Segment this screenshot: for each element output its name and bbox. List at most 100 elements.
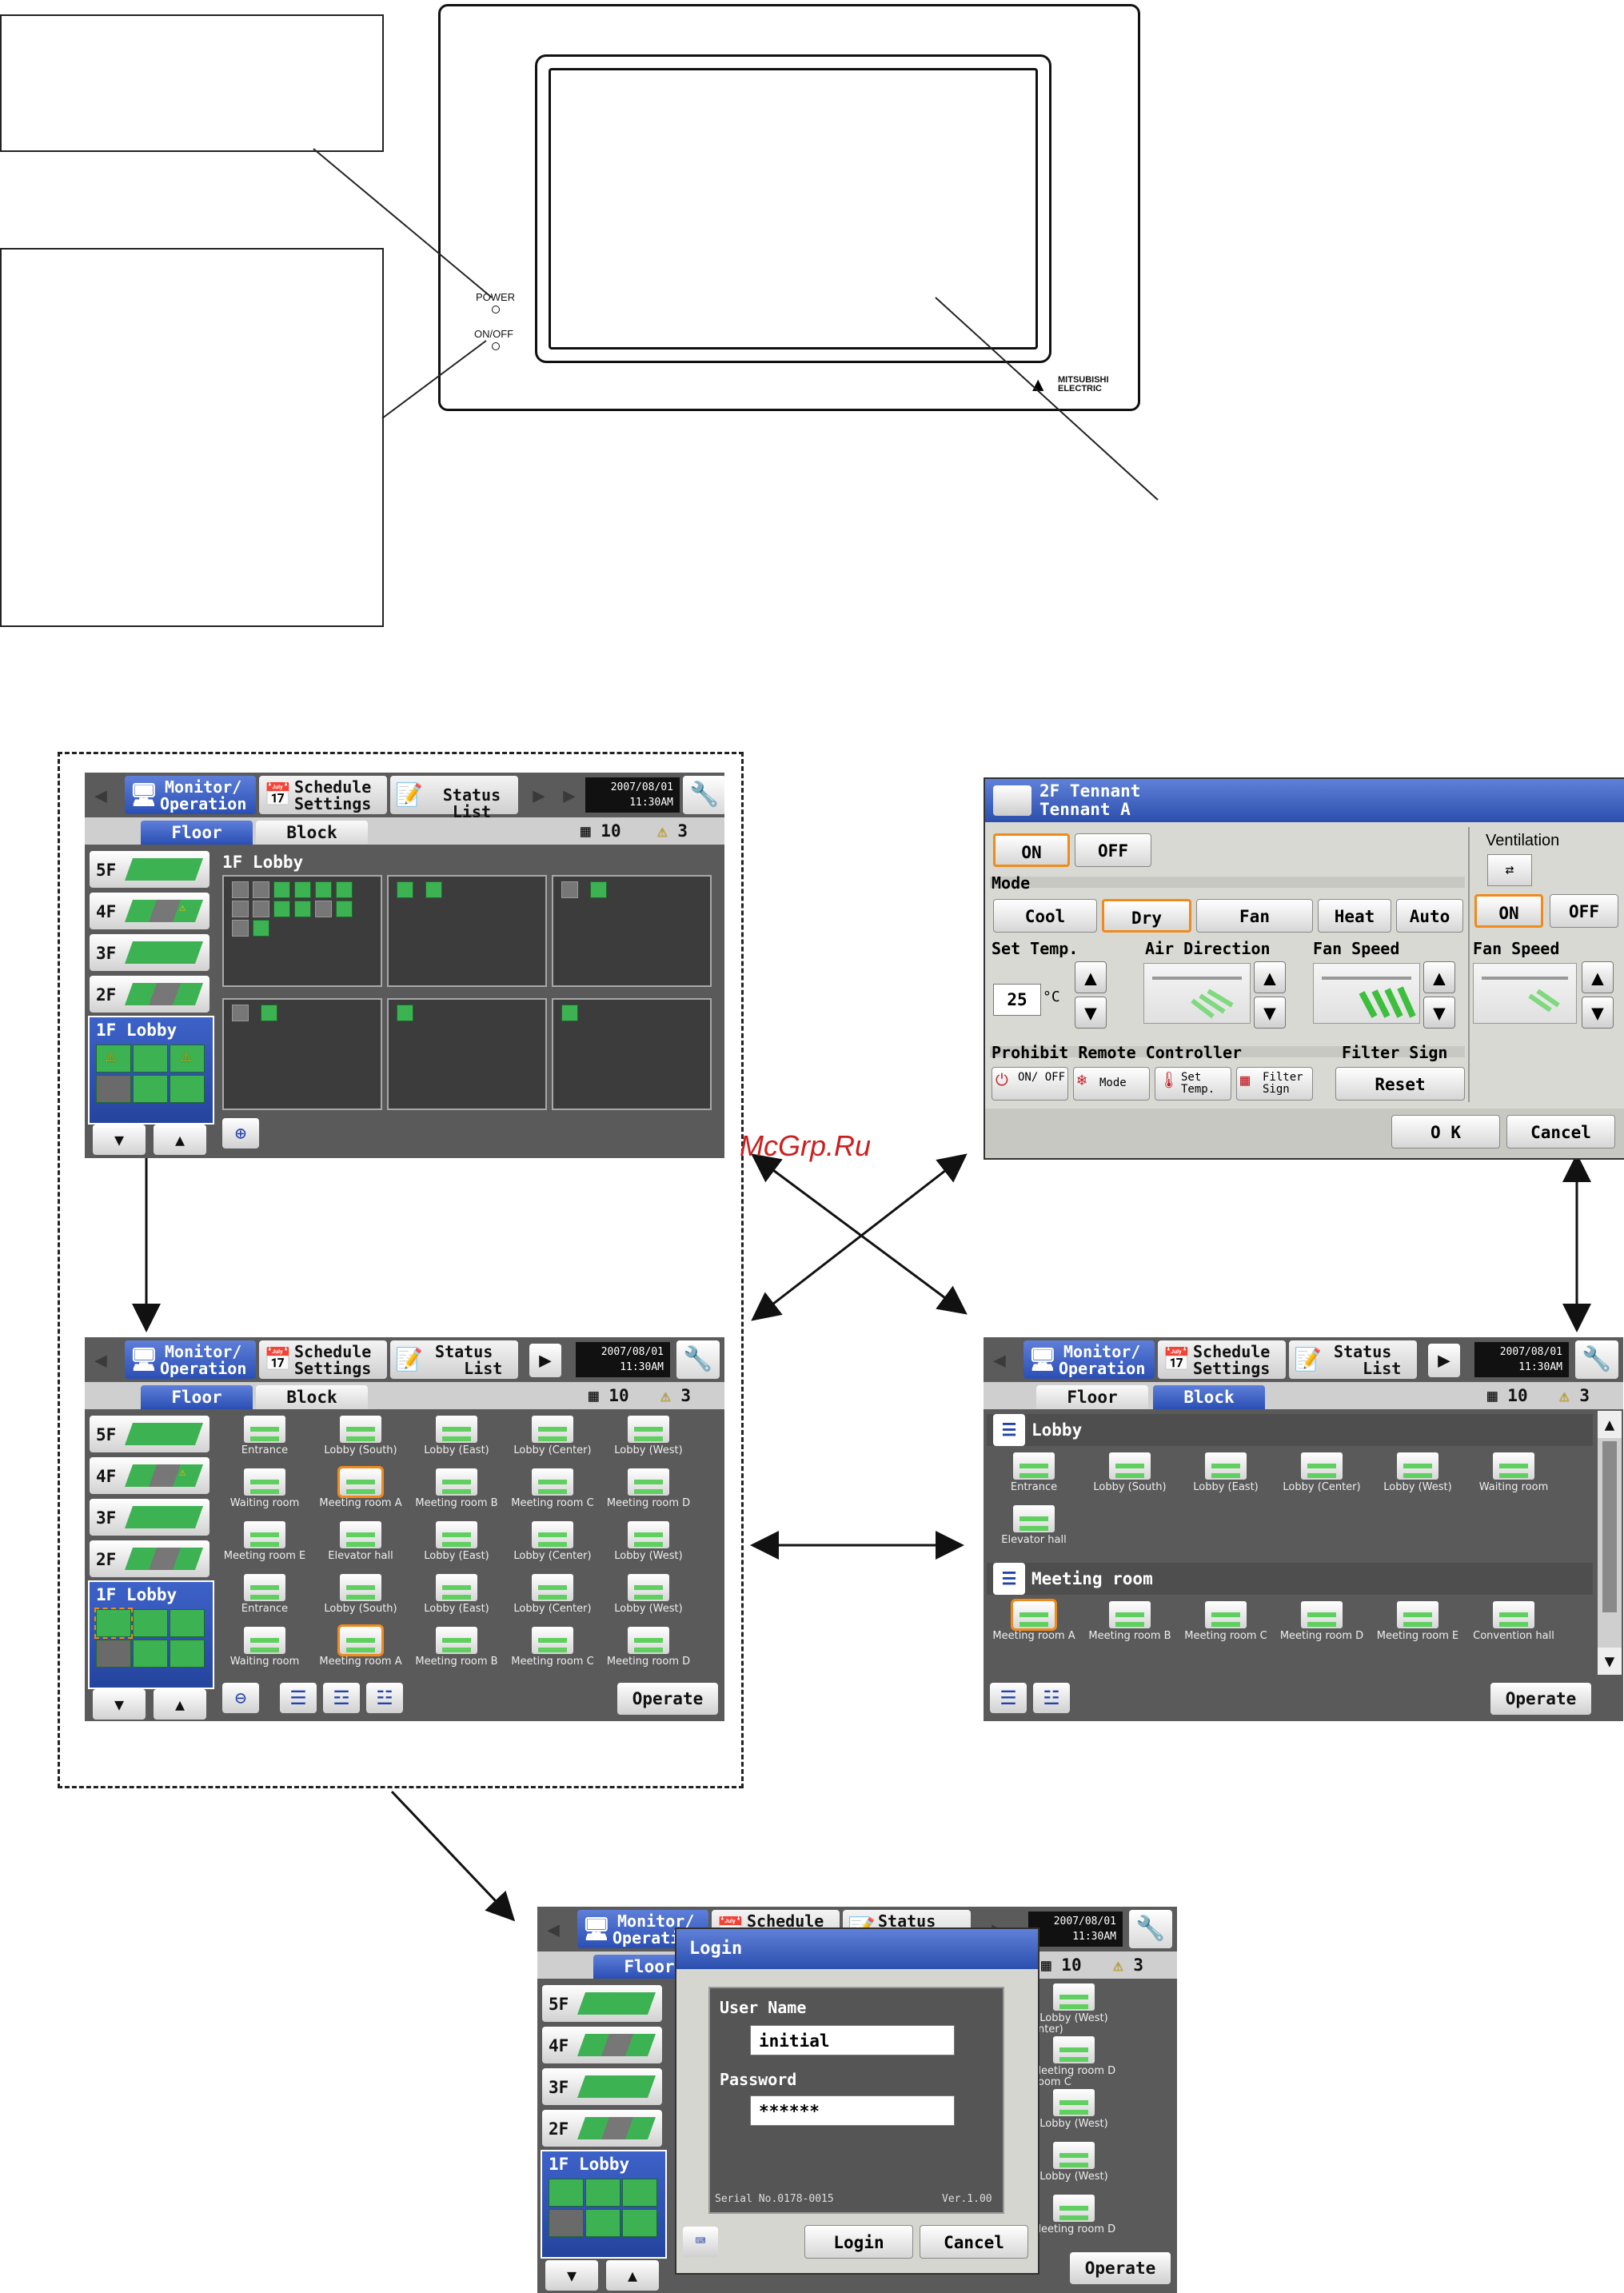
fan-speed-up-button[interactable]: ▲ [1423,961,1455,993]
tab-block[interactable]: Block [256,1385,368,1409]
air-direction-down-button[interactable]: ▼ [1254,997,1286,1029]
ventilation-off-button[interactable]: OFF [1550,894,1618,928]
ventilation-on-button[interactable]: ON [1474,894,1543,928]
prohibit-onoff-button[interactable]: ⏻ON/ OFF [992,1067,1068,1101]
prohibit-set-temp-button[interactable]: 🌡Set Temp. [1155,1067,1231,1101]
unit-icon[interactable]: Meeting room C [505,1468,600,1509]
unit-icon[interactable]: Lobby (West) [601,1416,696,1456]
prev-arrow-icon[interactable]: ◀ [94,1348,107,1372]
unit-icon[interactable]: Meeting room B [1083,1601,1177,1642]
unit-icon[interactable]: Meeting room B [409,1468,504,1509]
tab-floor[interactable]: Floor [1036,1385,1148,1409]
next-arrow-icon[interactable]: ▶ [529,1344,561,1377]
cancel-button[interactable]: Cancel [1506,1115,1615,1148]
unit-icon[interactable]: Entrance [987,1452,1081,1493]
unit-icon[interactable]: Lobby (South) [313,1574,408,1615]
floor-1f-lobby-selected[interactable]: 1F Lobby ⚠ ⚠ [88,1016,214,1125]
unit-icon[interactable]: Lobby (East) [409,1521,504,1562]
area-block[interactable] [387,875,547,987]
area-block[interactable] [552,998,712,1110]
floor-3f-button[interactable]: 3F [542,2068,662,2105]
mode-dry-button[interactable]: Dry [1102,899,1191,933]
block-header-meeting-room[interactable]: ☰Meeting room [987,1563,1593,1595]
unit-icon[interactable]: Lobby (East) [409,1574,504,1615]
unit-icon[interactable]: Lobby (East) [409,1416,504,1456]
scroll-up-icon[interactable]: ▲ [1598,1411,1622,1438]
operate-button[interactable]: Operate [617,1683,718,1715]
unit-icon[interactable]: Waiting room [1466,1452,1561,1493]
zoom-out-icon[interactable]: ⊖ [222,1683,259,1713]
air-direction-up-button[interactable]: ▲ [1254,961,1286,993]
floor-5f-button[interactable]: 5F [90,1416,209,1452]
floor-up-button[interactable]: ▲ [606,2260,659,2291]
mode-fan-button[interactable]: Fan [1196,899,1313,933]
unit-icon[interactable]: Lobby (South) [313,1416,408,1456]
tab-block[interactable]: Block [256,821,368,845]
unit-icon[interactable]: Lobby (South) [1083,1452,1177,1493]
fan-speed-down-button[interactable]: ▼ [1423,997,1455,1029]
tab-status-list[interactable]: 📝 Status List [390,776,518,821]
unit-icon[interactable]: Entrance [217,1574,312,1615]
temp-down-button[interactable]: ▼ [1075,997,1107,1029]
prev-arrow-icon[interactable]: ◀ [94,784,107,808]
area-block[interactable] [222,875,382,987]
operate-button[interactable]: Operate [1490,1683,1591,1715]
floor-5f-button[interactable]: 5F [90,851,209,888]
zoom-in-icon[interactable]: ⊕ [222,1118,259,1148]
unit-icon[interactable]: Lobby (Center) [505,1416,600,1456]
unit-icon[interactable]: Meeting room B [409,1627,504,1668]
unit-icon[interactable]: Lobby (Center) [1275,1452,1369,1493]
unit-icon-selected[interactable]: Meeting room A [313,1624,408,1668]
area-block[interactable] [222,998,382,1110]
ventilation-fan-down-button[interactable]: ▼ [1582,997,1614,1029]
floor-4f-button[interactable]: 4F⚠ [90,893,209,929]
group-select-all-icon[interactable]: ☲ [323,1683,360,1713]
ok-button[interactable]: O K [1391,1115,1500,1148]
tab-monitor-operation[interactable]: 🖥 Monitor/Operation [1023,1340,1155,1379]
tab-status-list[interactable]: 📝 Status List [390,1340,518,1379]
unit-icon[interactable]: Meeting room E [1371,1601,1465,1642]
unit-icon[interactable]: Lobby (West) [1371,1452,1465,1493]
group-select-icon[interactable]: ☰ [990,1683,1027,1713]
floor-1f-lobby-selected[interactable]: 1F Lobby [541,2150,667,2259]
floor-4f-button[interactable]: 4F⚠ [90,1457,209,1494]
prohibit-mode-button[interactable]: ❄Mode [1073,1067,1150,1101]
unit-icon[interactable]: Meeting room D [601,1627,696,1668]
mode-heat-button[interactable]: Heat [1318,899,1391,933]
tab-block[interactable]: Block [1153,1385,1265,1409]
group-collective-icon[interactable]: ☳ [366,1683,403,1713]
filter-reset-button[interactable]: Reset [1335,1067,1465,1101]
unit-icon[interactable]: Meeting room E [217,1521,312,1562]
tab-monitor-operation[interactable]: 🖥 Monitor/Operation [125,1340,256,1379]
unit-icon[interactable]: Meeting room C [505,1627,600,1668]
floor-3f-button[interactable]: 3F [90,1499,209,1536]
tab-floor[interactable]: Floor [141,821,253,845]
floor-2f-button[interactable]: 2F [542,2110,662,2147]
floor-down-button[interactable]: ▼ [545,2260,598,2291]
next-arrow-icon[interactable]: ▶ [1428,1344,1460,1377]
floor-down-button[interactable]: ▼ [93,1125,146,1155]
prohibit-filter-button[interactable]: ▦Filter Sign [1236,1067,1313,1101]
area-block[interactable] [552,875,712,987]
floor-2f-button[interactable]: 2F [90,1540,209,1577]
unit-icon-selected[interactable]: Meeting room A [313,1466,408,1509]
floor-2f-button[interactable]: 2F [90,976,209,1013]
unit-icon[interactable]: Convention hall [1466,1601,1561,1642]
user-name-field[interactable]: initial [750,2025,955,2055]
floor-down-button[interactable]: ▼ [93,1689,146,1720]
maintenance-wrench-icon[interactable]: 🔧 [1575,1340,1618,1379]
ventilation-fan-up-button[interactable]: ▲ [1582,961,1614,993]
unit-icon[interactable]: Meeting room D [1275,1601,1369,1642]
unit-icon[interactable]: Meeting room D [601,1468,696,1509]
prev-arrow-icon[interactable]: ◀ [993,1348,1006,1372]
password-field[interactable]: ****** [750,2095,955,2126]
next-arrow-icon[interactable]: ▶ [533,784,545,808]
maintenance-wrench-icon[interactable]: 🔧 [1129,1910,1172,1948]
prev-arrow-icon[interactable]: ◀ [547,1918,560,1942]
mode-cool-button[interactable]: Cool [993,899,1097,933]
onoff-led[interactable] [492,342,500,350]
on-button[interactable]: ON [993,833,1070,867]
